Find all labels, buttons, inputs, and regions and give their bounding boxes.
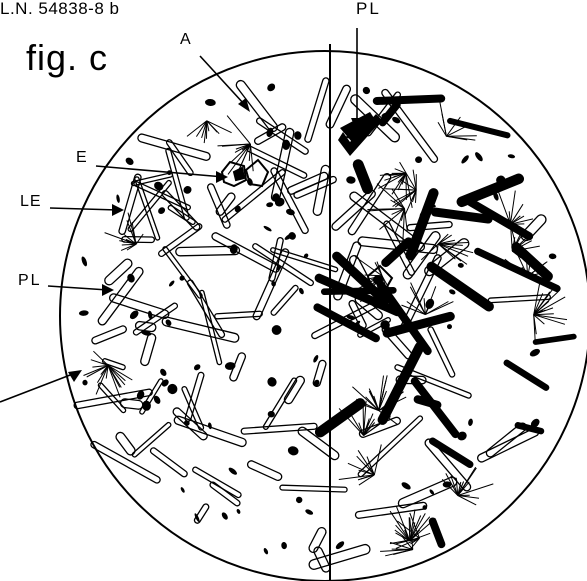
opaque-grain-82 — [157, 206, 167, 216]
polarized-lath-38 — [476, 427, 540, 463]
opaque-grain-17 — [126, 273, 136, 284]
plagioclase-lath-45 — [209, 481, 241, 507]
opaque-grain-23 — [287, 445, 300, 457]
opaque-grain-89 — [236, 508, 241, 514]
opaque-grain-58 — [193, 363, 202, 372]
plagioclase-lath-47 — [246, 460, 282, 482]
opaque-grain-66 — [468, 418, 474, 426]
opaque-grain-22 — [266, 376, 279, 389]
opaque-grain-73 — [205, 99, 216, 107]
opaque-grain-57 — [507, 154, 515, 159]
opaque-grain-5 — [124, 156, 135, 166]
opaque-grain-4 — [266, 202, 274, 208]
polarized-lath-18 — [325, 84, 352, 129]
opaque-grain-35 — [168, 280, 175, 288]
plagioclase-laths-plain-light — [74, 77, 347, 573]
plagioclase-lath-64 — [184, 372, 204, 422]
polarized-lath-57 — [456, 173, 525, 208]
opaque-grain-11 — [294, 131, 302, 140]
plagioclase-lath-22 — [140, 333, 157, 367]
opaque-grain-70 — [116, 194, 121, 203]
plagioclase-lath-44 — [162, 246, 203, 299]
opaque-grain-51 — [448, 288, 456, 295]
opaque-grain-77 — [180, 486, 186, 493]
opaque-grain-42 — [549, 253, 557, 259]
opaque-grain-74 — [263, 225, 273, 232]
polarized-lath-1 — [533, 334, 576, 344]
opaque-grain-87 — [474, 151, 485, 163]
opaque-grain-75 — [460, 154, 470, 165]
opaque-grain-18 — [361, 85, 371, 95]
opaque-grain-27 — [391, 115, 401, 124]
opaque-grain-31 — [178, 274, 185, 281]
opaque-grain-39 — [400, 481, 412, 491]
plagioclase-lath-6 — [161, 316, 239, 343]
opaque-grain-34 — [229, 244, 238, 255]
polarized-lath-51 — [407, 221, 452, 231]
plagioclase-lath-20 — [308, 526, 328, 554]
opaque-grain-0 — [457, 263, 464, 269]
plagioclase-lath-31 — [91, 325, 127, 345]
acicular-spray-1 — [187, 121, 232, 143]
plagioclase-lath-42 — [270, 284, 299, 316]
plagioclase-lath-66 — [286, 171, 329, 195]
opaque-grain-37 — [295, 496, 303, 504]
opaque-grain-64 — [80, 256, 88, 267]
opaque-grain-83 — [207, 422, 212, 429]
acicular-spray-20 — [390, 506, 435, 541]
plagioclase-lath-11 — [280, 485, 347, 492]
polarized-lath-24 — [447, 118, 510, 138]
opaque-grain-1 — [281, 542, 288, 550]
polarized-lath-44 — [314, 397, 367, 439]
acicular-spray-2 — [218, 116, 254, 175]
plagioclase-lath-56 — [173, 415, 247, 447]
opaque-grain-71 — [233, 205, 241, 214]
opaque-grain-47 — [82, 380, 88, 386]
opaque-grain-19 — [225, 362, 236, 371]
acicular-spray-3 — [105, 213, 144, 251]
opaque-grain-62 — [263, 547, 269, 555]
field-of-view-circle — [60, 51, 587, 581]
opaque-grain-2 — [159, 368, 168, 378]
opaque-grain-20 — [270, 323, 283, 336]
opaque-grain-79 — [182, 184, 193, 195]
polarized-lath-50 — [352, 158, 374, 194]
polarized-lath-31 — [503, 359, 549, 391]
polarized-lath-55 — [515, 422, 544, 434]
plagioclase-lath-60 — [90, 440, 161, 484]
acicular-spray-13 — [367, 184, 407, 246]
opaque-grains — [79, 82, 557, 555]
opaque-grain-76 — [312, 354, 319, 363]
opaque-grain-3 — [414, 156, 423, 164]
opaque-grain-67 — [298, 287, 305, 295]
opaque-grain-9 — [346, 176, 356, 184]
opaque-grain-68 — [221, 511, 230, 520]
opaque-grain-7 — [152, 180, 165, 192]
opaque-grain-38 — [266, 82, 277, 93]
polarized-lath-19 — [397, 476, 458, 509]
plagioclase-lath-35 — [137, 133, 211, 161]
opaque-grain-45 — [446, 323, 453, 330]
opaque-grain-80 — [287, 231, 297, 242]
acicular-spray-19 — [534, 283, 567, 343]
opaque-grain-86 — [304, 508, 313, 516]
plagioclase-lath-39 — [135, 321, 156, 332]
opaque-grain-30 — [529, 347, 542, 358]
plagioclase-lath-62 — [149, 447, 188, 478]
plagioclase-lath-17 — [103, 257, 134, 286]
opaque-grain-72 — [424, 297, 436, 310]
plagioclase-lath-51 — [304, 77, 330, 143]
opaque-grain-53 — [227, 466, 238, 476]
plagioclase-lath-26 — [252, 248, 290, 321]
opaque-grain-61 — [79, 310, 89, 316]
polarized-lath-16 — [355, 502, 427, 519]
opaque-grain-21 — [334, 540, 345, 551]
polarized-lath-39 — [519, 213, 548, 243]
